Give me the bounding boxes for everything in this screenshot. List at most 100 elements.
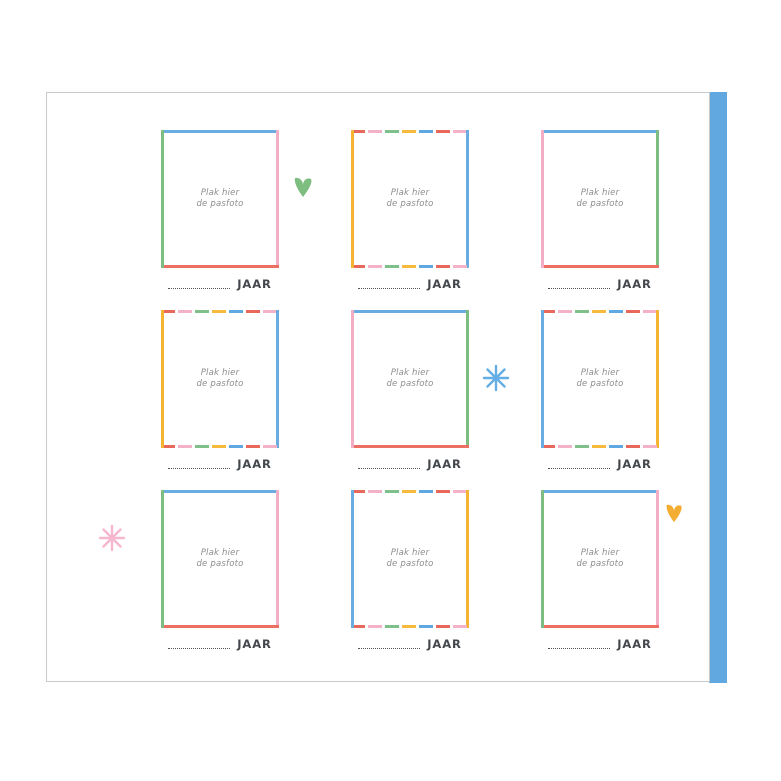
frame-border-bottom [161,625,279,628]
year-label: JAAR [237,277,272,291]
frame-border-left [161,490,164,628]
frame-border-top [351,130,469,133]
frame-border-bottom [161,265,279,268]
year-label: JAAR [617,637,652,651]
year-label: JAAR [237,637,272,651]
year-write-line[interactable] [168,279,231,289]
year-write-line[interactable] [358,459,421,469]
frame-border-bottom [541,445,659,448]
year-caption: JAAR [525,457,675,471]
year-label: JAAR [617,277,652,291]
frame-border-top [541,490,659,493]
year-caption: JAAR [335,457,485,471]
year-label: JAAR [237,457,272,471]
frame-border-top [161,490,279,493]
photo-placeholder-text: Plak hier de pasfoto [576,188,624,209]
frame-border-top [351,490,469,493]
frame-border-top [541,130,659,133]
year-caption: JAAR [525,637,675,651]
deco-heart-orange [664,503,684,525]
frame-border-right [656,490,659,628]
photo-placeholder-text: Plak hier de pasfoto [196,188,244,209]
frame-border-bottom [351,265,469,268]
frame-border-bottom [161,445,279,448]
frame-border-left [541,490,544,628]
photo-placeholder-text: Plak hier de pasfoto [196,548,244,569]
year-label: JAAR [427,637,462,651]
year-label: JAAR [427,457,462,471]
frame-border-left [351,130,354,268]
year-write-line[interactable] [358,639,421,649]
year-caption: JAAR [335,637,485,651]
asterisk-icon [98,524,126,552]
frame-border-top [351,310,469,313]
photo-placeholder-text: Plak hier de pasfoto [576,548,624,569]
frame-border-right [466,490,469,628]
heart-icon [294,177,312,197]
frame-border-left [351,310,354,448]
frame-5[interactable]: Plak hier de pasfoto [351,310,469,448]
year-write-line[interactable] [168,459,231,469]
year-caption: JAAR [145,637,295,651]
photo-placeholder-text: Plak hier de pasfoto [576,368,624,389]
frame-border-bottom [541,625,659,628]
frame-border-right [276,310,279,448]
year-write-line[interactable] [548,459,611,469]
photo-placeholder-text: Plak hier de pasfoto [196,368,244,389]
frame-border-left [161,130,164,268]
year-caption: JAAR [335,277,485,291]
frame-border-left [161,310,164,448]
frame-8[interactable]: Plak hier de pasfoto [351,490,469,628]
frame-7[interactable]: Plak hier de pasfoto [161,490,279,628]
year-write-line[interactable] [358,279,421,289]
photo-placeholder-text: Plak hier de pasfoto [386,188,434,209]
frame-border-bottom [351,445,469,448]
frame-4[interactable]: Plak hier de pasfoto [161,310,279,448]
frame-border-right [466,130,469,268]
frame-border-bottom [541,265,659,268]
photo-placeholder-text: Plak hier de pasfoto [386,548,434,569]
frame-border-bottom [351,625,469,628]
heart-icon [666,504,682,523]
frame-border-left [351,490,354,628]
year-caption: JAAR [145,457,295,471]
year-caption: JAAR [525,277,675,291]
year-write-line[interactable] [168,639,231,649]
frame-border-right [656,130,659,268]
year-label: JAAR [427,277,462,291]
year-write-line[interactable] [548,279,611,289]
deco-star-blue [482,364,510,392]
frame-border-left [541,130,544,268]
frame-3[interactable]: Plak hier de pasfoto [541,130,659,268]
frame-border-top [161,130,279,133]
deco-star-pink [98,524,126,552]
photo-placeholder-text: Plak hier de pasfoto [386,368,434,389]
year-label: JAAR [617,457,652,471]
deco-heart-green [292,176,314,200]
frame-6[interactable]: Plak hier de pasfoto [541,310,659,448]
frame-border-right [466,310,469,448]
frame-border-left [541,310,544,448]
frame-9[interactable]: Plak hier de pasfoto [541,490,659,628]
frame-border-top [541,310,659,313]
asterisk-icon [482,364,510,392]
frame-border-right [276,130,279,268]
frame-border-right [656,310,659,448]
frame-1[interactable]: Plak hier de pasfoto [161,130,279,268]
year-write-line[interactable] [548,639,611,649]
frame-border-top [161,310,279,313]
year-caption: JAAR [145,277,295,291]
frame-2[interactable]: Plak hier de pasfoto [351,130,469,268]
